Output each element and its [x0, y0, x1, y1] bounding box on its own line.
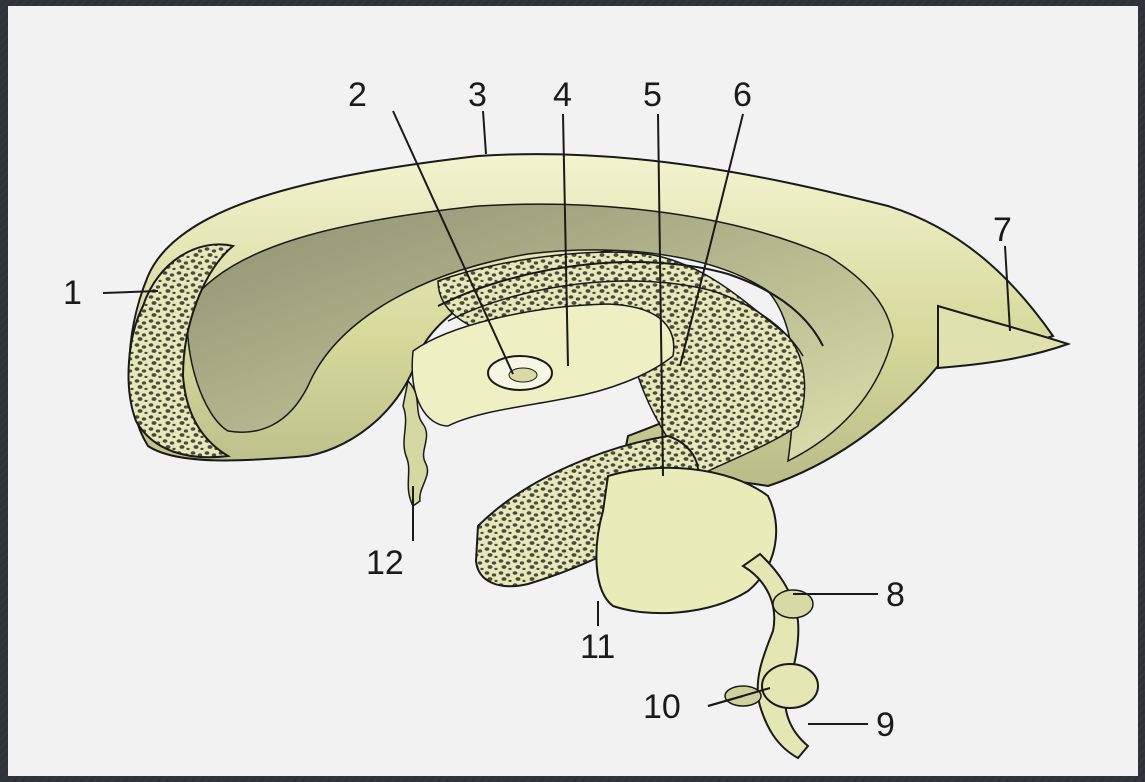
label-3: 3	[468, 76, 487, 114]
stalk-knob-2	[762, 664, 818, 708]
anatomical-figure: 1 2 3 4 5 6 7 8 9 10 11 12	[8, 6, 1138, 776]
label-9: 9	[876, 706, 895, 744]
label-6: 6	[733, 76, 752, 114]
label-4: 4	[553, 76, 572, 114]
label-12: 12	[366, 544, 404, 582]
label-1: 1	[63, 274, 82, 312]
label-7: 7	[993, 211, 1012, 249]
label-5: 5	[643, 76, 662, 114]
lower-body	[596, 468, 776, 613]
label-10: 10	[643, 688, 681, 726]
brain-diagram: 1 2 3 4 5 6 7 8 9 10 11 12	[8, 6, 1138, 776]
label-8: 8	[886, 576, 905, 614]
label-2: 2	[348, 76, 367, 114]
label-11: 11	[580, 628, 615, 666]
